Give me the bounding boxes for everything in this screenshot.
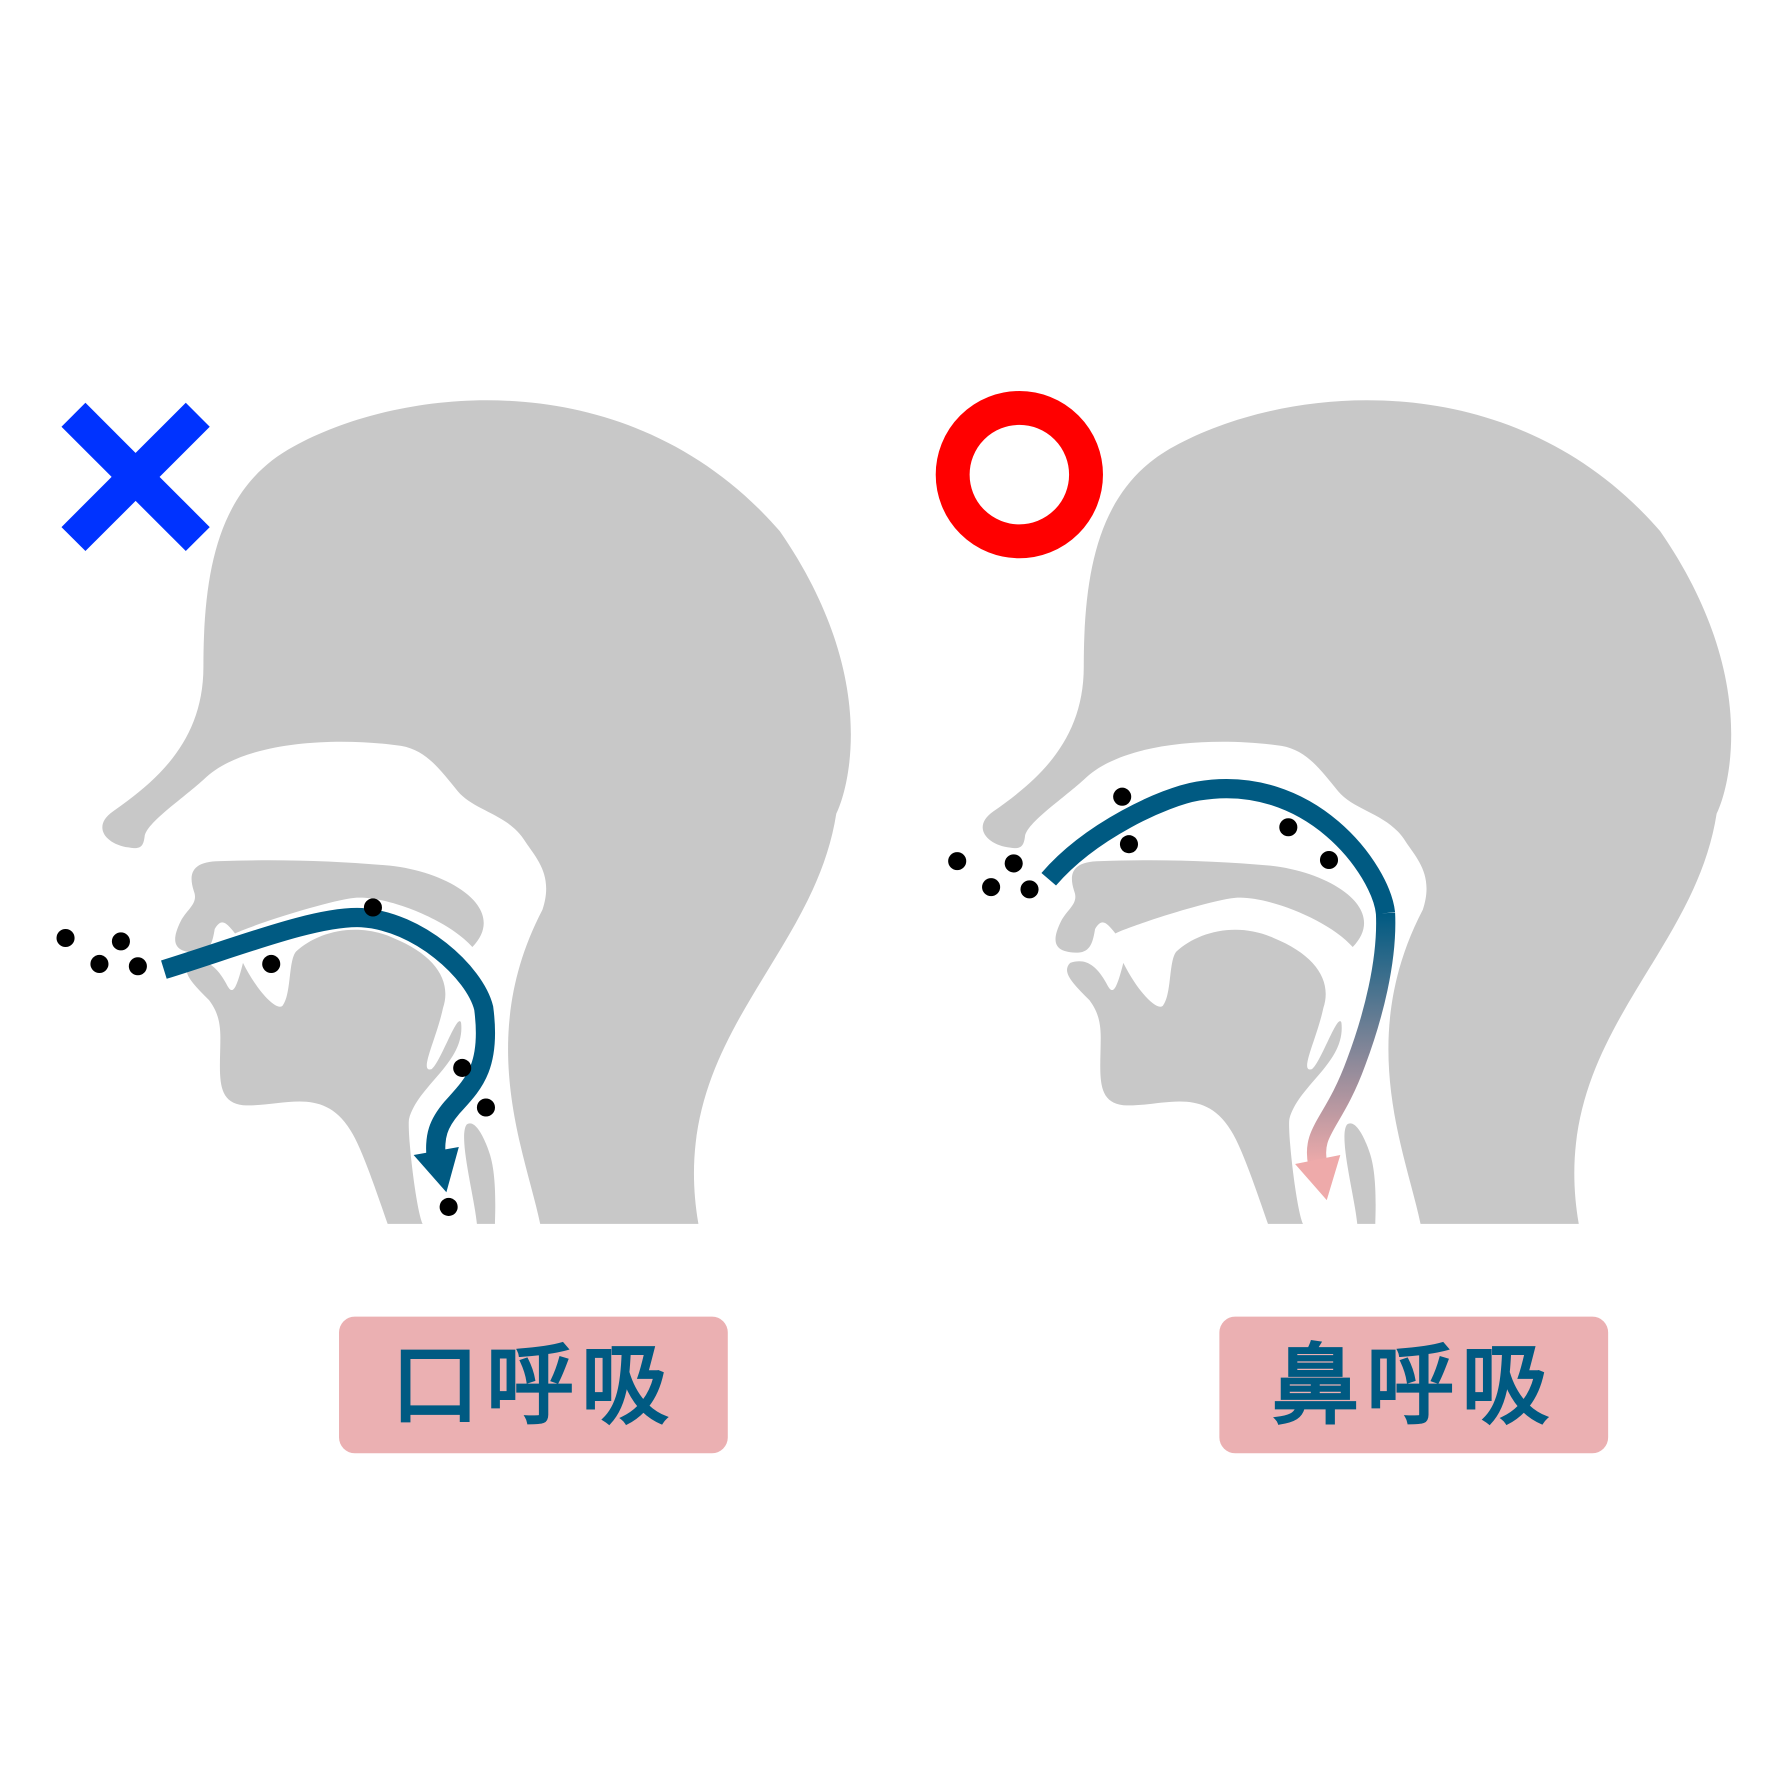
head-silhouette (102, 400, 851, 1224)
particles (948, 787, 1339, 899)
circle-mark-icon (935, 391, 1103, 559)
nose-breathing-panel: 鼻呼吸 (935, 391, 1732, 1454)
label-text: 鼻呼吸 (1271, 1334, 1556, 1437)
mouth-breathing-panel: 口呼吸 (56, 400, 851, 1454)
head-silhouette (982, 400, 1732, 1224)
particles (56, 898, 495, 1216)
label-nose-breathing: 鼻呼吸 (1219, 1316, 1609, 1454)
airflow-arrow (161, 908, 496, 1193)
airflow-arrow (1041, 779, 1396, 1201)
cross-mark-icon (61, 402, 210, 552)
label-text: 口呼吸 (391, 1334, 676, 1437)
label-mouth-breathing: 口呼吸 (339, 1316, 728, 1454)
